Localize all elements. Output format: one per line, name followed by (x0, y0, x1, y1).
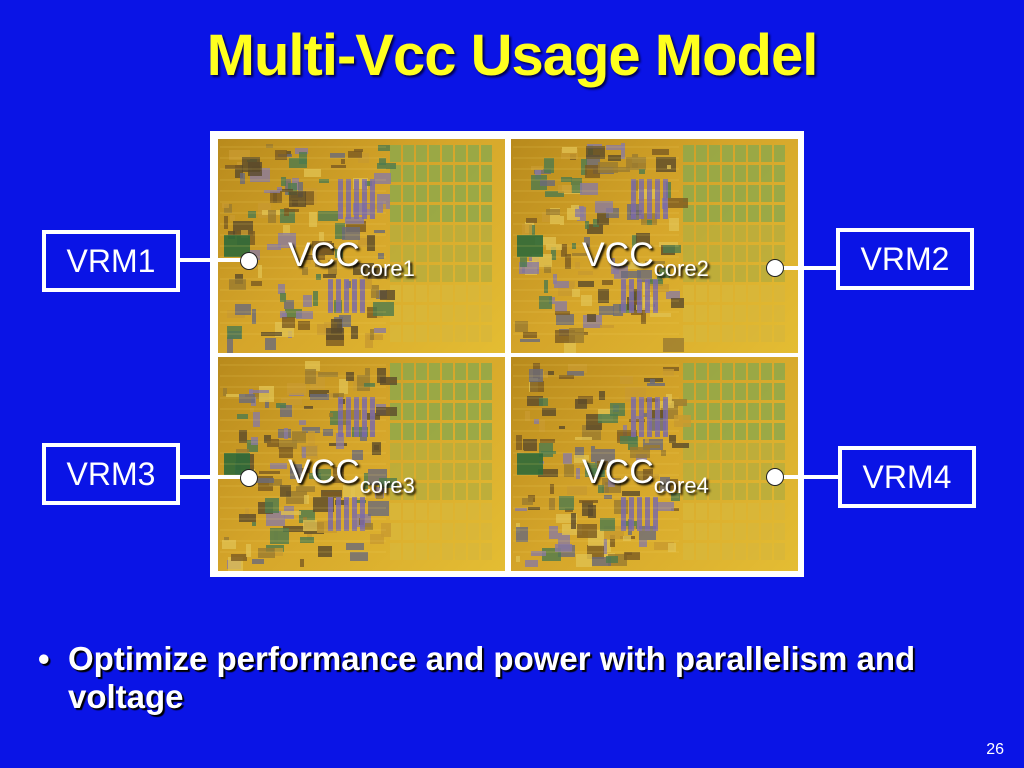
vrm2-connection-dot (766, 259, 784, 277)
vrm4-connection-dot (766, 468, 784, 486)
vrm4-wire (775, 475, 841, 479)
die-texture (220, 361, 492, 571)
vcc-core4-label: VCCcore4 (582, 453, 709, 498)
vrm3-wire (180, 475, 250, 479)
slide-title: Multi-Vcc Usage Model (206, 23, 819, 88)
core-die-4 (511, 357, 798, 571)
vcc-core2-label: VCCcore2 (582, 236, 709, 281)
vrm1-connection-dot (240, 252, 258, 270)
core-die-1 (218, 139, 505, 353)
vrm3-box: VRM3 (42, 443, 180, 505)
bullet-text: Optimize performance and power with para… (68, 640, 916, 715)
core-die-3 (218, 357, 505, 571)
bullet-item: • Optimize performance and power with pa… (38, 640, 1018, 716)
processor-die-image (210, 131, 804, 577)
vrm2-box: VRM2 (836, 228, 974, 290)
vcc-core3-label: VCCcore3 (288, 453, 415, 498)
vcc-core1-label: VCCcore1 (288, 236, 415, 281)
die-texture (513, 143, 785, 353)
bullet-glyph: • (38, 640, 50, 677)
die-texture (513, 363, 785, 567)
vrm1-box: VRM1 (42, 230, 180, 292)
page-number: 26 (986, 741, 1004, 758)
core-die-2 (511, 139, 798, 353)
vrm4-box: VRM4 (838, 446, 976, 508)
vrm2-wire (775, 266, 839, 270)
vrm3-connection-dot (240, 469, 258, 487)
vrm1-wire (180, 258, 250, 262)
